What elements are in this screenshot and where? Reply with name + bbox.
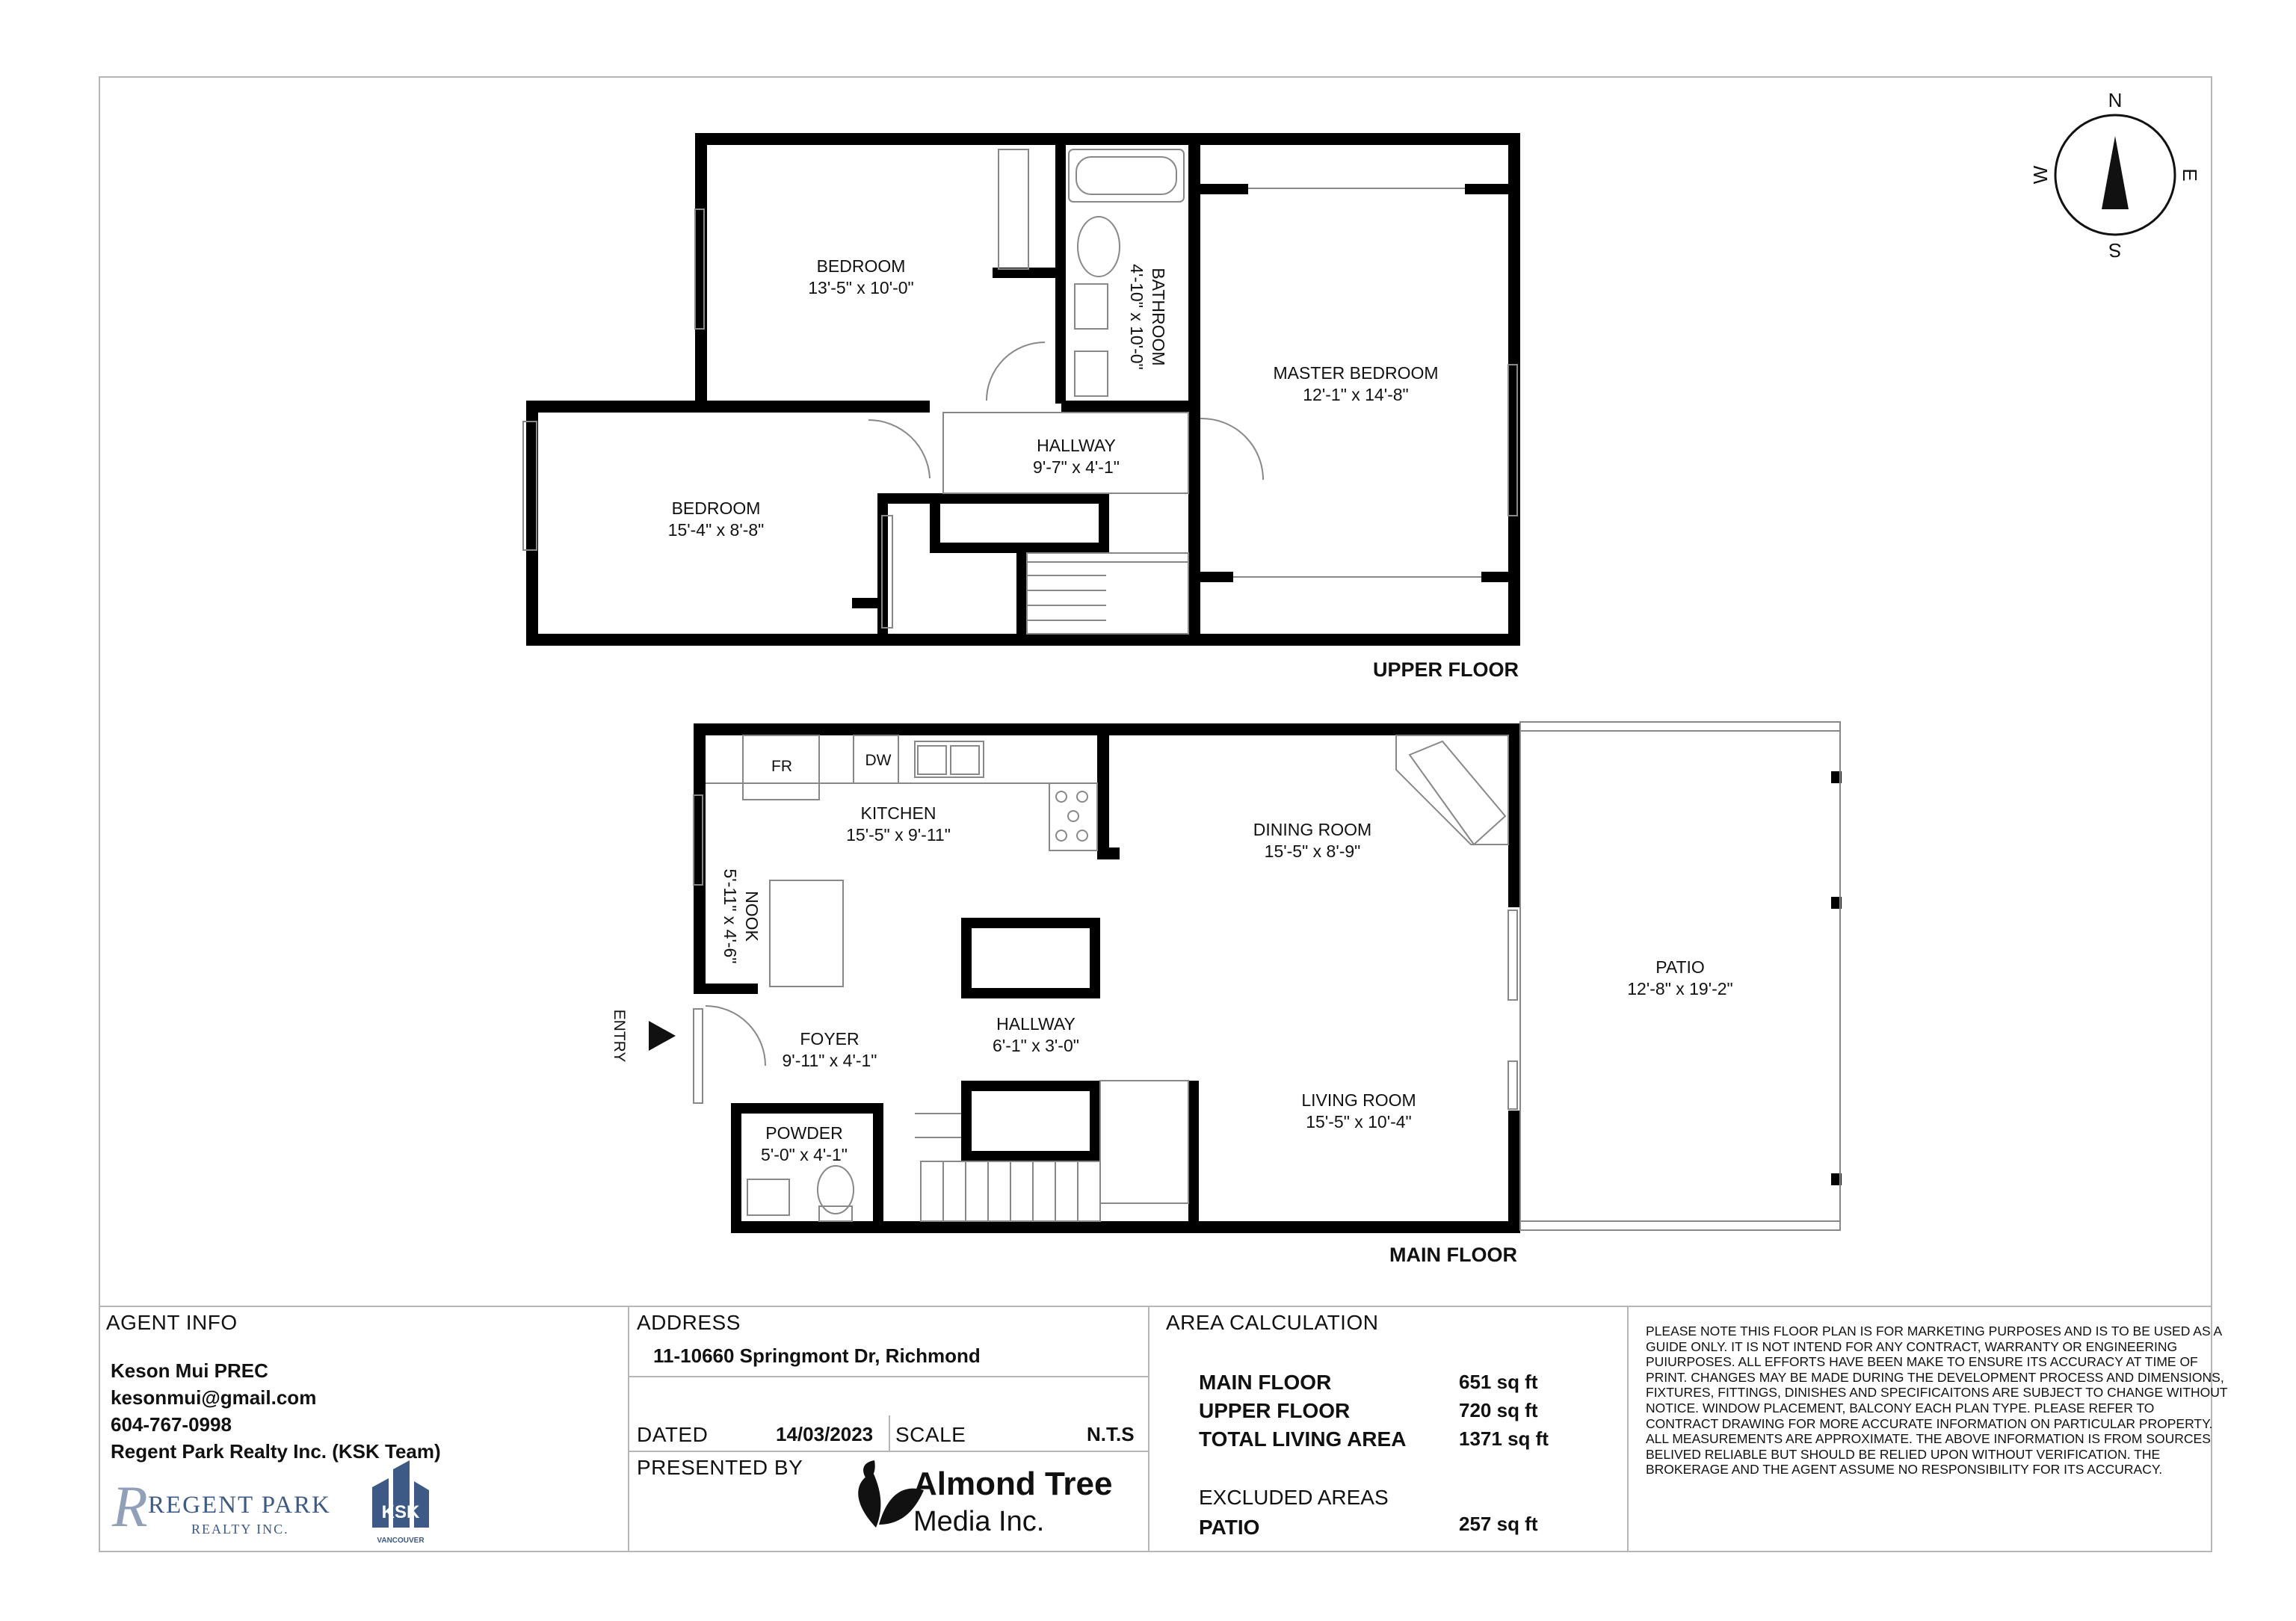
room-name: KITCHEN xyxy=(861,803,936,823)
compass-east: E xyxy=(2179,168,2201,181)
main-floor-labels: FR DW KITCHEN 15'-5" x 9'-11" NOOK 5'-11… xyxy=(720,752,1733,1266)
upper-floor-labels: BEDROOM 13'-5" x 10'-0" BATHROOM 4'-10" … xyxy=(668,256,1519,681)
room-dims: 12'-8" x 19'-2" xyxy=(1627,979,1732,998)
agent-phone[interactable]: 604-767-0998 xyxy=(111,1413,232,1436)
area-row-value: 1371 sq ft xyxy=(1459,1427,1549,1450)
room-name: HALLWAY xyxy=(1037,436,1116,455)
room-dims: 5'-0" x 4'-1" xyxy=(761,1145,848,1164)
area-row-label: MAIN FLOOR xyxy=(1199,1371,1332,1394)
entry-label: ENTRY xyxy=(611,1010,628,1063)
room-name: BEDROOM xyxy=(672,498,761,518)
room-name: POWDER xyxy=(765,1123,843,1143)
regent-park-logo: R REGENT PARK REALTY INC. xyxy=(111,1474,331,1539)
main-floor-plan xyxy=(694,723,1842,1233)
room-dims: 9'-11" x 4'-1" xyxy=(783,1051,877,1070)
room-dims: 15'-5" x 9'-11" xyxy=(846,825,951,845)
excluded-row-value: 257 sq ft xyxy=(1459,1513,1538,1535)
title-block-lines xyxy=(99,1306,2212,1551)
compass-south: S xyxy=(2108,239,2121,262)
room-dims: 9'-7" x 4'-1" xyxy=(1033,457,1120,477)
regent-logo-text: REGENT PARK xyxy=(148,1492,331,1519)
dated-value: 14/03/2023 xyxy=(776,1423,874,1445)
room-name: BEDROOM xyxy=(817,256,906,276)
dated-label: DATED xyxy=(637,1423,709,1446)
room-dims: 15'-4" x 8'-8" xyxy=(668,520,765,540)
excluded-row-label: PATIO xyxy=(1199,1516,1260,1539)
room-dims: 15'-5" x 8'-9" xyxy=(1265,842,1361,861)
room-name: LIVING ROOM xyxy=(1301,1090,1416,1110)
room-name: PATIO xyxy=(1655,957,1705,977)
regent-logo-sub: REALTY INC. xyxy=(191,1522,289,1537)
disclaimer-text: PLEASE NOTE THIS FLOOR PLAN IS FOR MARKE… xyxy=(1646,1324,2228,1478)
almond-tree-sub: Media Inc. xyxy=(913,1506,1044,1537)
dishwasher-label: DW xyxy=(865,752,892,769)
agent-name: Keson Mui PREC xyxy=(111,1359,268,1382)
room-name: FOYER xyxy=(800,1029,859,1049)
ksk-logo-text: KSK xyxy=(382,1502,420,1522)
almond-tree-name: Almond Tree xyxy=(913,1466,1113,1502)
page-frame xyxy=(99,76,2212,1552)
room-dims: 15'-5" x 10'-4" xyxy=(1306,1112,1411,1131)
agent-email[interactable]: kesonmui@gmail.com xyxy=(111,1386,317,1409)
room-dims: 6'-1" x 3'-0" xyxy=(993,1036,1079,1055)
excluded-header: EXCLUDED AREAS xyxy=(1199,1486,1389,1509)
room-dims: 5'-11" x 4'-6" xyxy=(720,869,740,964)
room-name: BATHROOM xyxy=(1149,268,1168,365)
scale-label: SCALE xyxy=(895,1423,966,1446)
entry-marker: ENTRY xyxy=(611,1010,676,1063)
upper-floor-plan xyxy=(526,133,1520,646)
area-row-label: UPPER FLOOR xyxy=(1199,1399,1351,1422)
address-header: ADDRESS xyxy=(637,1311,741,1334)
scale-value: N.T.S xyxy=(1087,1423,1135,1445)
main-floor-thin-lines xyxy=(693,721,1841,1231)
main-floor-label: MAIN FLOOR xyxy=(1389,1244,1517,1266)
upper-floor-label: UPPER FLOOR xyxy=(1373,658,1519,681)
almond-tree-leaf-icon xyxy=(858,1460,924,1528)
room-name: HALLWAY xyxy=(996,1014,1076,1034)
area-row-value: 720 sq ft xyxy=(1459,1399,1538,1421)
room-dims: 12'-1" x 14'-8" xyxy=(1303,385,1408,404)
room-name: MASTER BEDROOM xyxy=(1273,363,1438,383)
room-dims: 4'-10" x 10'-0" xyxy=(1127,264,1147,369)
agent-company: Regent Park Realty Inc. (KSK Team) xyxy=(111,1440,441,1463)
agent-info-header: AGENT INFO xyxy=(106,1311,238,1334)
room-dims: 13'-5" x 10'-0" xyxy=(808,278,913,297)
presented-by-label: PRESENTED BY xyxy=(637,1456,803,1479)
room-name: DINING ROOM xyxy=(1253,820,1371,839)
area-row-value: 651 sq ft xyxy=(1459,1371,1538,1393)
upper-floor-thin-lines xyxy=(522,149,1518,634)
regent-logo-initial: R xyxy=(111,1474,148,1539)
ksk-logo-sub: VANCOUVER xyxy=(377,1537,425,1545)
ksk-logo: KSK VANCOUVER xyxy=(372,1460,429,1545)
compass-icon: N S E W xyxy=(2029,89,2201,262)
area-row-label: TOTAL LIVING AREA xyxy=(1199,1427,1407,1451)
address-value: 11-10660 Springmont Dr, Richmond xyxy=(653,1344,981,1367)
fridge-label: FR xyxy=(771,758,792,775)
compass-west: W xyxy=(2029,165,2052,184)
room-name: NOOK xyxy=(742,891,762,942)
compass-north: N xyxy=(2108,89,2123,111)
area-header: AREA CALCULATION xyxy=(1166,1311,1379,1334)
